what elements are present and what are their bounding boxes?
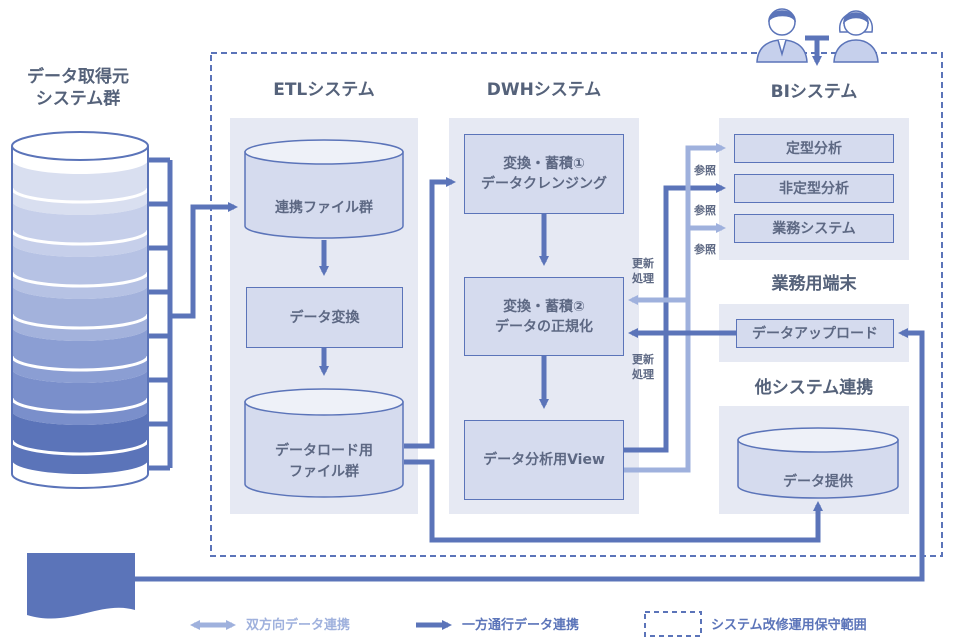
bi-item-business-system: 業務システム [734,214,894,243]
analysis-view-label: データ分析用View [483,452,605,468]
male-user-icon [756,8,808,63]
maintenance-scope-boundary [210,52,943,557]
bi-item-routine-analysis: 定型分析 [734,134,894,163]
legend-bidirectional: 双方向データ連携 [246,618,351,633]
loop-connectors [135,328,925,582]
load-files-cylinder: データロード用 ファイル群 [275,443,373,480]
data-upload-box: データアップロード [736,319,894,348]
reference-label: 参照 [694,204,716,217]
source-system-stack [10,131,150,489]
dwh-system-title: DWHシステム [486,80,602,100]
user-access-arrow [805,35,829,66]
normalize-label: 変換・蓄積② データの正規化 [495,298,593,335]
etl-system-title: ETLシステム [273,80,375,100]
update-process-label: 更新 処理 [632,257,654,285]
analysis-view-box: データ分析用View [464,420,624,500]
other-system-title: 他システム連携 [754,378,874,398]
bi-item-adhoc-analysis: 非定型分析 [734,174,894,203]
external-document-shape [27,553,135,619]
legend-oneway: 一方通行データ連携 [462,618,580,633]
female-user-icon [833,10,879,63]
linked-files-cylinder: 連携ファイル群 [275,200,373,216]
bi-item-label: 非定型分析 [779,180,849,197]
bi-system-title: BIシステム [770,82,858,102]
bi-item-label: 業務システム [772,220,856,237]
data-conversion-label: データ変換 [289,309,360,326]
data-conversion-box: データ変換 [246,287,403,348]
update-process-label: 更新 処理 [632,353,654,381]
bi-item-label: 定型分析 [786,140,842,157]
internal-flow-arrows [319,177,549,449]
reference-label: 参照 [694,243,716,256]
cleansing-label: 変換・蓄積① データクレンジング [481,156,607,192]
data-upload-label: データアップロード [752,325,878,342]
reference-label: 参照 [694,164,716,177]
legend-scope: システム改修運用保守範囲 [711,618,867,633]
reference-connectors [624,143,736,473]
cleansing-box: 変換・蓄積① データクレンジング [464,134,624,214]
legend-graphics [190,611,702,637]
etl-cylinders [244,139,899,499]
source-systems-title: データ取得元 システム群 [27,67,129,109]
data-provision-cylinder: データ提供 [783,474,853,490]
source-comb-connector [148,157,238,471]
normalize-box: 変換・蓄積② データの正規化 [464,277,624,356]
terminal-title: 業務用端末 [771,274,857,294]
